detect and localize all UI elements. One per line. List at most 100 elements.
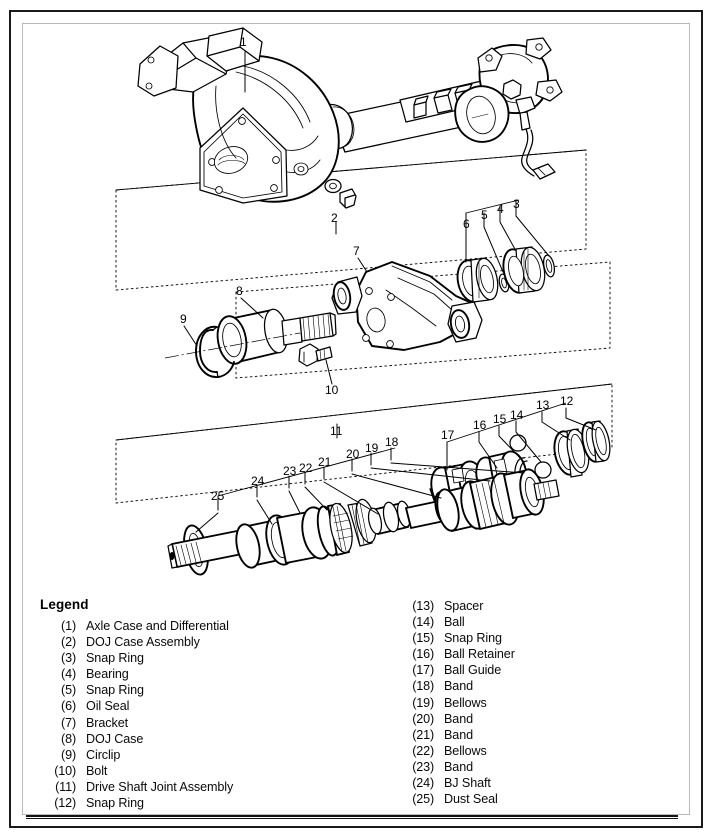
callout-leaders-3456 (465, 199, 550, 273)
svg-text:16: 16 (473, 418, 487, 432)
legend-item-label: Spacer (444, 599, 484, 613)
legend-item-label: Snap Ring (86, 683, 144, 698)
legend-item: (11) Drive Shaft Joint Assembly (36, 779, 366, 795)
legend-item-number: (14) (412, 615, 434, 630)
legend-item-number: (1) (61, 619, 76, 633)
legend-item: (1) Axle Case and Differential (36, 618, 366, 634)
part-drain-plug (324, 178, 357, 209)
legend-item-label: Snap Ring (444, 631, 502, 646)
legend-item: (4) Bearing (36, 666, 366, 682)
legend-item: (17)Ball Guide (394, 662, 684, 678)
svg-text:9: 9 (180, 312, 187, 326)
callout-leaders-18to25 (195, 423, 525, 533)
svg-text:1: 1 (240, 35, 247, 49)
legend-item: (10) Bolt (36, 763, 366, 779)
center-line-doj (164, 332, 301, 359)
legend-block: Legend (1) Axle Case and Differential (2) D… (36, 598, 676, 816)
svg-text:3: 3 (513, 197, 520, 211)
legend-item-label: Band (444, 711, 474, 726)
svg-text:12: 12 (560, 394, 574, 408)
svg-text:10: 10 (325, 383, 339, 397)
legend-item-number: (21) (412, 727, 434, 742)
legend-item: (6) Oil Seal (36, 698, 366, 714)
legend-item-number: (23) (412, 759, 434, 774)
svg-text:23: 23 (283, 464, 297, 478)
legend-item: (24) BJ Shaft (394, 775, 684, 791)
legend-item: (21)Band (394, 727, 684, 743)
legend-item: (20) Band (394, 711, 684, 727)
part-circlip (195, 325, 235, 378)
legend-item-label: Snap Ring (86, 651, 144, 666)
part-stack-seal-bearing (456, 246, 556, 303)
legend-item: (25)Dust Seal (394, 791, 684, 807)
legend-item: (15)Snap Ring (394, 630, 684, 646)
svg-text:7: 7 (353, 244, 360, 258)
legend-item-number: (10) (54, 763, 76, 778)
legend-column-right: (13)Spacer(14)Ball(15)Snap Ring(16)Ball … (394, 598, 684, 807)
legend-bottom-rule (26, 815, 678, 819)
legend-item-label: BJ Shaft (444, 776, 491, 791)
legend-item: (12) Snap Ring (36, 795, 366, 811)
legend-item-label: Axle Case and Differential (86, 619, 229, 633)
svg-text:14: 14 (510, 408, 524, 422)
svg-text:21: 21 (318, 455, 332, 469)
legend-item: (9)Circlip (36, 747, 366, 763)
part-axle-case-differential (137, 27, 495, 204)
legend-heading: Legend (40, 597, 89, 612)
legend-item-number: (18) (412, 679, 434, 694)
svg-text:17: 17 (441, 428, 455, 442)
legend-item-label: Band (444, 759, 474, 774)
legend-item: (2) DOJ Case Assembly (36, 634, 366, 650)
svg-text:20: 20 (346, 447, 360, 461)
legend-item: (23) Band (394, 759, 684, 775)
part-axle-right-housing (454, 37, 563, 180)
legend-item-number: (20) (412, 711, 434, 726)
part-drive-shaft-assembly (167, 468, 560, 576)
legend-item-label: Ball Retainer (444, 647, 515, 662)
svg-text:11: 11 (330, 424, 343, 438)
svg-text:15: 15 (493, 412, 507, 426)
legend-item-number: (19) (412, 695, 434, 710)
legend-item-label: Bellows (444, 695, 487, 710)
svg-text:13: 13 (536, 398, 550, 412)
svg-text:25: 25 (211, 489, 225, 503)
legend-item: (8)DOJ Case (36, 731, 366, 747)
callout-leader-8 (240, 297, 264, 319)
legend-item-number: (4) (61, 667, 76, 682)
legend-item: (19) Bellows (394, 695, 684, 711)
legend-item-number: (5) (61, 683, 76, 698)
legend-item: (16)Ball Retainer (394, 646, 684, 662)
legend-item-label: Circlip (86, 747, 121, 762)
legend-item-label: Bracket (86, 715, 128, 730)
legend-item-label: DOJ Case Assembly (86, 635, 200, 650)
legend-item-number: (25) (412, 792, 434, 807)
legend-item-label: DOJ Case (86, 731, 144, 746)
legend-item-label: Bearing (86, 667, 129, 682)
legend-item-number: (2) (61, 635, 76, 650)
legend-item-label: Snap Ring (86, 796, 144, 811)
svg-text:8: 8 (236, 284, 243, 298)
group-bracket-11 (115, 383, 613, 504)
callout-leader-9 (183, 325, 198, 347)
legend-item-number: (13) (412, 599, 434, 613)
legend-item-number: (11) (55, 779, 76, 794)
legend-item-number: (12) (54, 796, 76, 811)
part-bolt (298, 343, 333, 367)
part-bracket (331, 261, 483, 351)
legend-item: (18)Band (394, 678, 684, 694)
legend-item-number: (22) (412, 743, 434, 758)
legend-item-number: (6) (61, 699, 76, 714)
legend-item-label: Bolt (86, 763, 108, 778)
group-bracket-2 (115, 149, 587, 291)
svg-text:18: 18 (385, 435, 399, 449)
legend-item-label: Drive Shaft Joint Assembly (86, 779, 234, 794)
svg-text:6: 6 (463, 217, 470, 231)
legend-item: (13) Spacer (394, 598, 684, 614)
callout-leader-10 (325, 359, 333, 385)
legend-item-number: (24) (412, 776, 434, 791)
legend-item-number: (17) (412, 663, 434, 678)
legend-item-label: Oil Seal (86, 699, 130, 714)
legend-item: (7)Bracket (36, 715, 366, 731)
